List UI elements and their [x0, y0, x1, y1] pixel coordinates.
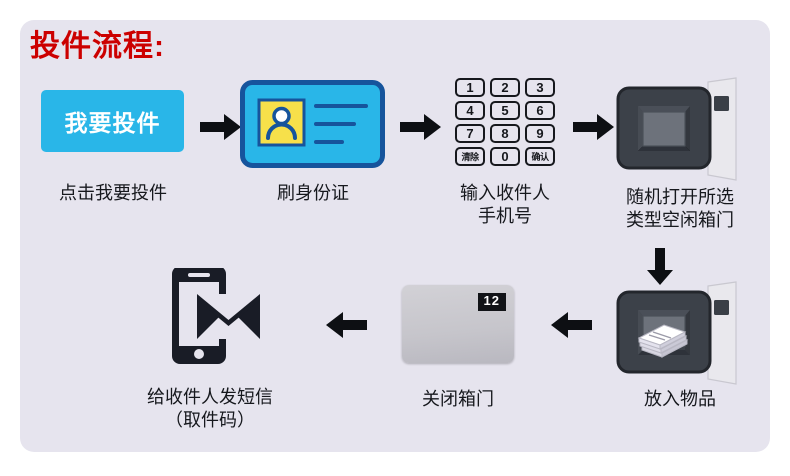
keypad-row: 7 8 9: [455, 124, 555, 143]
page-title: 投件流程:: [30, 30, 165, 63]
caption-enter-phone: 输入收件人 手机号: [460, 183, 550, 227]
key-4[interactable]: 4: [455, 101, 485, 120]
key-8[interactable]: 8: [490, 124, 520, 143]
keypad-row: 清除 0 确认: [455, 147, 555, 166]
locker-with-parcel-icon: [615, 280, 740, 393]
key-5[interactable]: 5: [490, 101, 520, 120]
caption-place-item: 放入物品: [644, 389, 716, 409]
key-9[interactable]: 9: [525, 124, 555, 143]
caption-close-door: 关闭箱门: [422, 389, 494, 409]
key-3[interactable]: 3: [525, 78, 555, 97]
closed-locker-icon: 12: [402, 285, 514, 363]
arrow-right-icon-3: [573, 112, 615, 142]
phone-sms-icon: [158, 266, 262, 370]
arrow-right-icon-2: [400, 112, 442, 142]
open-locker-icon: [615, 76, 740, 189]
keypad-row: 4 5 6: [455, 101, 555, 120]
arrow-left-icon-2: [326, 310, 368, 340]
key-6[interactable]: 6: [525, 101, 555, 120]
arrow-left-icon-1: [551, 310, 593, 340]
arrow-right-icon-1: [200, 112, 242, 142]
keypad-row: 1 2 3: [455, 78, 555, 97]
arrow-down-icon: [645, 248, 675, 286]
key-7[interactable]: 7: [455, 124, 485, 143]
key-clear[interactable]: 清除: [455, 147, 485, 166]
key-1[interactable]: 1: [455, 78, 485, 97]
key-2[interactable]: 2: [490, 78, 520, 97]
caption-send-sms: 给收件人发短信 （取件码）: [147, 387, 273, 431]
caption-click-deposit: 点击我要投件: [59, 183, 167, 203]
id-card-icon: [240, 80, 385, 168]
caption-open-locker: 随机打开所选 类型空闲箱门: [626, 187, 734, 231]
door-number-badge: 12: [477, 293, 506, 311]
caption-scan-id: 刷身份证: [277, 183, 349, 203]
key-0[interactable]: 0: [490, 147, 520, 166]
key-confirm[interactable]: 确认: [525, 147, 555, 166]
keypad-icon[interactable]: 1 2 3 4 5 6 7 8 9 清除 0 确认: [455, 78, 555, 170]
deposit-button[interactable]: 我要投件: [41, 90, 184, 152]
deposit-button-label: 我要投件: [64, 110, 161, 136]
